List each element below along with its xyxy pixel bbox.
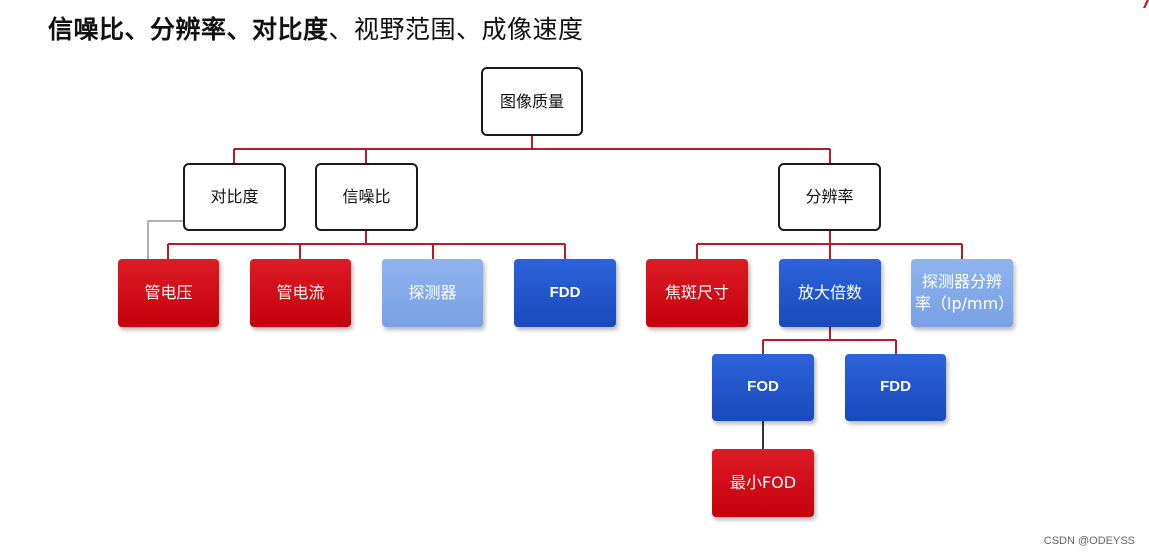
node-detector-resolution: 探测器分辨率（lp/mm）	[911, 259, 1015, 327]
node-magnification: 放大倍数	[779, 259, 881, 327]
node-fdd-1: FDD	[514, 259, 616, 327]
node-detector: 探测器	[382, 259, 483, 327]
node-label: 信噪比	[342, 187, 391, 207]
node-label: 管电压	[144, 283, 193, 303]
node-label: 分辨率	[805, 187, 854, 207]
node-label: FDD	[549, 283, 581, 301]
node-label: 图像质量	[499, 91, 564, 111]
connector-resolution	[696, 231, 963, 259]
node-contrast: 对比度	[183, 163, 286, 231]
node-focal-spot-size: 焦斑尺寸	[646, 259, 748, 327]
node-tube-current: 管电流	[250, 259, 351, 327]
node-label: 对比度	[210, 187, 259, 207]
title-bold-part: 信噪比、分辨率、对比度	[48, 15, 329, 44]
node-snr: 信噪比	[315, 163, 418, 231]
connector-contrast	[147, 220, 183, 259]
node-label: 放大倍数	[797, 283, 862, 303]
node-label: 焦斑尺寸	[664, 283, 729, 303]
node-label: 探测器分辨率（lp/mm）	[915, 272, 1015, 313]
node-resolution: 分辨率	[778, 163, 881, 231]
node-tube-voltage: 管电压	[118, 259, 219, 327]
connector-snr	[167, 231, 566, 259]
node-min-fod: 最小FOD	[712, 449, 814, 517]
red-corner-mark	[1143, 0, 1149, 8]
node-label: FOD	[747, 378, 779, 396]
node-label: 管电流	[276, 283, 325, 303]
node-fdd-2: FDD	[845, 354, 946, 421]
node-fod: FOD	[712, 354, 814, 421]
title-normal-part: 、视野范围、成像速度	[328, 15, 584, 44]
node-label: 最小FOD	[729, 473, 797, 493]
connector-magnification	[762, 327, 897, 354]
node-label: FDD	[880, 378, 911, 396]
page-title: 信噪比、分辨率、对比度、视野范围、成像速度	[48, 10, 584, 46]
node-image-quality: 图像质量	[481, 67, 583, 136]
connector-root	[233, 136, 831, 163]
node-label: 探测器	[408, 283, 457, 303]
watermark: CSDN @ODEYSS	[1043, 535, 1135, 547]
